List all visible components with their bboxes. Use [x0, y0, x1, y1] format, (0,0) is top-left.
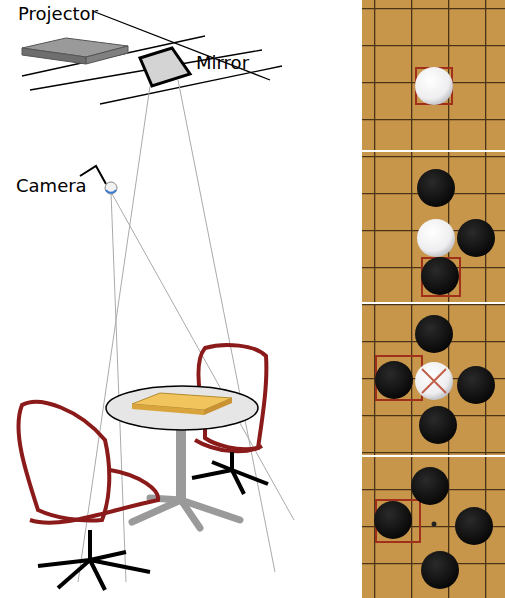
photo-panel: [362, 152, 505, 302]
label-holder: Camera: [16, 176, 87, 196]
mirror-symbol: [140, 48, 190, 86]
label-holder: Mirror: [196, 53, 249, 73]
part-label: Mirror: [196, 53, 249, 73]
projector-symbol: [22, 38, 128, 64]
photo-panel: [362, 457, 505, 598]
photo-panel: [362, 304, 505, 455]
part-label: Camera: [16, 176, 87, 196]
view-line: [78, 80, 294, 582]
part-label: Projector: [18, 4, 98, 24]
label-holder: Projector: [18, 4, 98, 24]
photo-panel: [362, 0, 505, 150]
chair-symbol: [18, 402, 158, 590]
ceiling-rail: [22, 12, 282, 104]
